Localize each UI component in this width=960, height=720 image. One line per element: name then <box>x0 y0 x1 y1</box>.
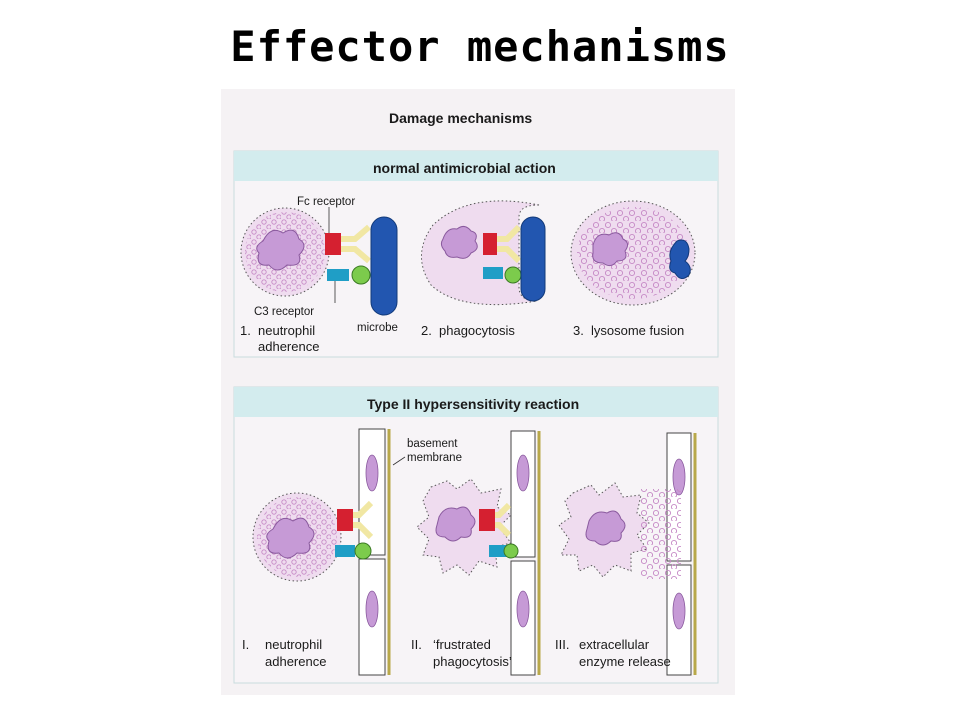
digested-microbe <box>669 239 691 279</box>
antibody <box>353 500 374 540</box>
endothelial-cell <box>510 430 536 558</box>
nucleus <box>435 506 476 542</box>
c3-receptor-label: C3 receptor <box>254 306 314 318</box>
stage-2-line2: phagocytosis’ <box>433 654 512 669</box>
endothelial-nucleus <box>516 590 530 628</box>
antibody <box>341 224 371 264</box>
stage-2-frustrated-phagocytosis <box>416 430 541 676</box>
c3-receptor <box>483 267 503 279</box>
step-1-number: 1. <box>240 323 251 338</box>
slide-title: Effector mechanisms <box>230 22 730 71</box>
fc-receptor-label: Fc receptor <box>297 196 355 208</box>
microbe <box>370 216 398 316</box>
step-1-line1: neutrophil <box>258 323 315 338</box>
complement-c3 <box>504 266 522 284</box>
damage-mechanisms-figure: Damage mechanisms normal antimicrobial a… <box>221 89 735 695</box>
panel-header: normal antimicrobial action <box>373 160 556 176</box>
step-2-number: 2. <box>421 323 432 338</box>
step-2-line1: phagocytosis <box>439 323 515 338</box>
stage-1-number: I. <box>242 637 249 652</box>
step-3-lysosome-fusion <box>570 200 696 306</box>
endothelial-nucleus <box>672 592 686 630</box>
step-1-neutrophil-adherence <box>240 207 398 316</box>
fc-receptor <box>337 509 353 531</box>
antibody <box>497 224 522 264</box>
endothelial-nucleus <box>516 454 530 492</box>
nucleus <box>266 517 315 559</box>
basement-membrane-label-line2: membrane <box>407 452 462 464</box>
fc-receptor <box>479 509 495 531</box>
fc-receptor <box>325 233 341 255</box>
microbe-label: microbe <box>357 322 398 334</box>
endothelial-nucleus <box>365 454 379 492</box>
c3-receptor <box>335 545 355 557</box>
nucleus <box>585 510 626 546</box>
complement-c3 <box>351 265 371 285</box>
endothelial-cell <box>358 428 386 556</box>
step-3-number: 3. <box>573 323 584 338</box>
panel-header-band <box>234 387 718 417</box>
stage-3-line2: enzyme release <box>579 654 671 669</box>
stage-3-extracellular-enzyme-release <box>558 432 697 676</box>
nucleus <box>440 225 478 259</box>
fc-receptor <box>483 233 497 255</box>
step-2-phagocytosis <box>421 200 546 306</box>
figure-title: Damage mechanisms <box>389 110 532 126</box>
stage-2-line1: ‘frustrated <box>433 637 491 652</box>
endothelial-nucleus <box>365 590 379 628</box>
stage-1-neutrophil-adherence <box>252 428 406 676</box>
stage-3-number: III. <box>555 637 569 652</box>
panel-type-ii-hypersensitivity: Type II hypersensitivity reaction baseme… <box>233 386 719 684</box>
step-1-line2: adherence <box>258 339 319 354</box>
stage-2-number: II. <box>411 637 422 652</box>
c3-receptor <box>489 545 507 557</box>
basement-membrane-pointer <box>392 456 406 466</box>
stage-1-line1: neutrophil <box>265 637 322 652</box>
nucleus <box>592 232 629 267</box>
complement-c3 <box>354 542 372 560</box>
basement-membrane-label-line1: basement <box>407 438 458 450</box>
c3-receptor <box>327 269 349 281</box>
antibody <box>495 502 512 538</box>
panel-normal-antimicrobial: normal antimicrobial action Fc receptor … <box>233 150 719 358</box>
released-enzymes <box>641 489 681 579</box>
panel-header-band <box>234 151 718 181</box>
step-3-line1: lysosome fusion <box>591 323 684 338</box>
stage-3-line1: extracellular <box>579 637 650 652</box>
stage-1-line2: adherence <box>265 654 326 669</box>
lysosomes <box>577 207 689 299</box>
nucleus <box>256 229 305 271</box>
figure-svg: Damage mechanisms normal antimicrobial a… <box>221 89 735 695</box>
panel-header: Type II hypersensitivity reaction <box>367 396 579 412</box>
complement-c3 <box>503 543 519 559</box>
microbe <box>520 216 546 302</box>
